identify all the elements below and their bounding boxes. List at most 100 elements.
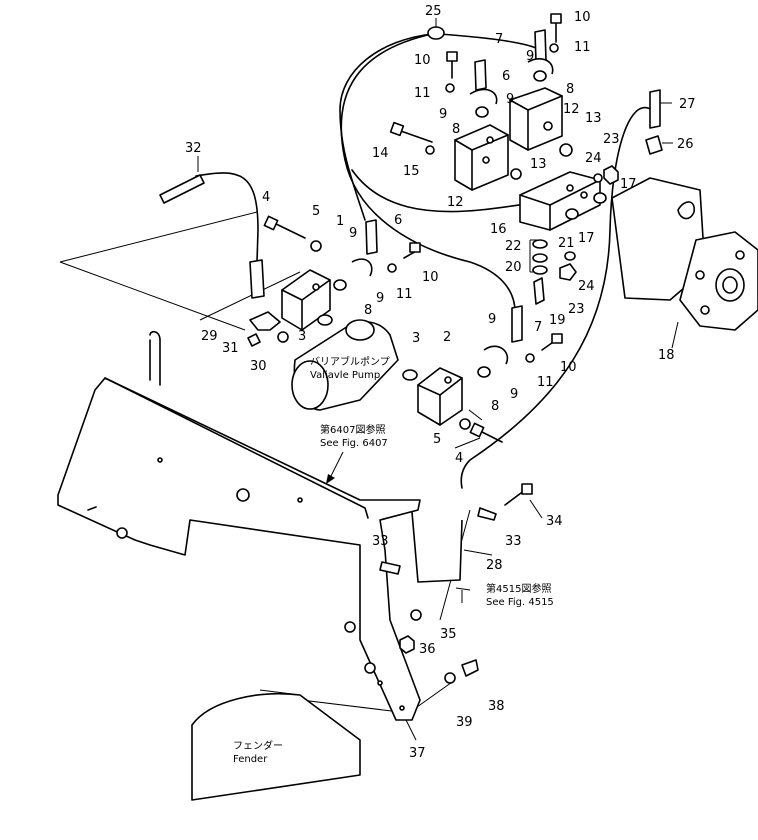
callout: 35 bbox=[440, 627, 457, 642]
callout: 25 bbox=[425, 4, 442, 19]
valve-block-12-lower bbox=[454, 124, 509, 191]
washer-11-a bbox=[445, 83, 455, 93]
diagram-notes: バリアブルポンプ Valiavle Pump 第6407図参照 See Fig.… bbox=[233, 355, 554, 765]
callout: 11 bbox=[414, 86, 431, 101]
elbow-9-mid bbox=[351, 258, 373, 277]
hose-end-32 bbox=[159, 174, 205, 204]
callout: 8 bbox=[566, 82, 574, 97]
fitting-26 bbox=[645, 135, 663, 155]
callout: 26 bbox=[677, 137, 694, 152]
washer-39 bbox=[444, 672, 456, 684]
callout: 31 bbox=[222, 341, 239, 356]
callout: 23 bbox=[568, 302, 585, 317]
ref-4515-jp: 第4515図参照 bbox=[486, 582, 551, 595]
callout-numbers: 1 2 3 3 4 4 5 5 6 6 7 7 8 8 8 8 9 9 9 9 … bbox=[185, 4, 696, 761]
valve-block-2 bbox=[417, 367, 463, 426]
washer-35 bbox=[410, 609, 422, 621]
callout: 15 bbox=[403, 164, 420, 179]
callout: 28 bbox=[486, 558, 503, 573]
callout: 10 bbox=[574, 10, 591, 25]
callout: 7 bbox=[534, 320, 542, 335]
callout: 38 bbox=[488, 699, 505, 714]
callout: 12 bbox=[563, 102, 580, 117]
callout: 5 bbox=[312, 204, 320, 219]
motor-18 bbox=[611, 177, 758, 331]
callout: 8 bbox=[364, 303, 372, 318]
hose-25-left bbox=[340, 33, 516, 313]
fender-label-en: Fender bbox=[233, 754, 268, 765]
callout: 10 bbox=[422, 270, 439, 285]
elbow-29 bbox=[249, 311, 281, 331]
fitting-23-upper bbox=[603, 165, 619, 185]
hoses bbox=[195, 33, 653, 489]
callout: 9 bbox=[439, 107, 447, 122]
fitting-23-lower bbox=[559, 263, 577, 281]
callout: 8 bbox=[452, 122, 460, 137]
hose-32 bbox=[195, 172, 259, 263]
callout: 10 bbox=[414, 53, 431, 68]
hose-end-7-lower bbox=[511, 305, 523, 343]
callout: 6 bbox=[394, 213, 402, 228]
callout: 2 bbox=[443, 330, 451, 345]
hose-end-6-upper bbox=[474, 59, 487, 91]
washer-5-lower bbox=[459, 418, 471, 430]
fitting-38 bbox=[461, 659, 479, 677]
elbow-9-upper-right bbox=[527, 58, 554, 75]
elbow-9-upper-left bbox=[469, 88, 498, 105]
pump-label-en: Valiavle Pump bbox=[310, 370, 380, 381]
callout: 21 bbox=[558, 236, 575, 251]
callout: 9 bbox=[488, 312, 496, 327]
callout: 24 bbox=[578, 279, 595, 294]
callout: 6 bbox=[502, 69, 510, 84]
fender bbox=[191, 689, 361, 801]
callout: 36 bbox=[419, 642, 436, 657]
callout: 16 bbox=[490, 222, 507, 237]
washer-11-c bbox=[387, 263, 397, 273]
clip-33-left bbox=[379, 561, 401, 575]
callout: 11 bbox=[574, 40, 591, 55]
tube-28 bbox=[411, 511, 463, 583]
callout: 22 bbox=[505, 239, 522, 254]
callout: 11 bbox=[537, 375, 554, 390]
callout: 32 bbox=[185, 141, 202, 156]
callout: 34 bbox=[546, 514, 563, 529]
valve-block-1 bbox=[281, 269, 331, 331]
callout: 7 bbox=[495, 32, 503, 47]
nut-36 bbox=[399, 635, 415, 654]
ref-4515-en: See Fig. 4515 bbox=[486, 597, 554, 608]
callout: 17 bbox=[578, 231, 595, 246]
fitting-27 bbox=[649, 89, 661, 129]
callout: 9 bbox=[510, 387, 518, 402]
callout: 4 bbox=[455, 451, 463, 466]
hose-upper-drain bbox=[339, 33, 433, 221]
washer-11-b bbox=[549, 43, 559, 53]
callout: 12 bbox=[447, 195, 464, 210]
callout: 37 bbox=[409, 746, 426, 761]
callout: 13 bbox=[530, 157, 547, 172]
callout: 9 bbox=[506, 92, 514, 107]
callout: 4 bbox=[262, 190, 270, 205]
callout: 30 bbox=[250, 359, 267, 374]
fitting-19 bbox=[533, 277, 545, 305]
callout: 19 bbox=[549, 313, 566, 328]
callout: 33 bbox=[372, 534, 389, 549]
callout: 24 bbox=[585, 151, 602, 166]
ref-6407-en: See Fig. 6407 bbox=[320, 438, 388, 449]
callout: 9 bbox=[376, 291, 384, 306]
callout: 5 bbox=[433, 432, 441, 447]
washer-5-upper bbox=[310, 240, 322, 252]
callout: 14 bbox=[372, 146, 389, 161]
hose-end-7-upper bbox=[534, 29, 547, 63]
leader-lines bbox=[197, 18, 679, 741]
variable-pump bbox=[291, 319, 399, 411]
callout: 10 bbox=[560, 360, 577, 375]
elbow-9-lower bbox=[483, 345, 509, 365]
callout: 39 bbox=[456, 715, 473, 730]
callout: 29 bbox=[201, 329, 218, 344]
valve-block-12-upper bbox=[509, 87, 563, 151]
callout: 27 bbox=[679, 97, 696, 112]
bolt-4-upper bbox=[271, 221, 306, 239]
callout: 18 bbox=[658, 348, 675, 363]
washer-11-d bbox=[525, 353, 535, 363]
